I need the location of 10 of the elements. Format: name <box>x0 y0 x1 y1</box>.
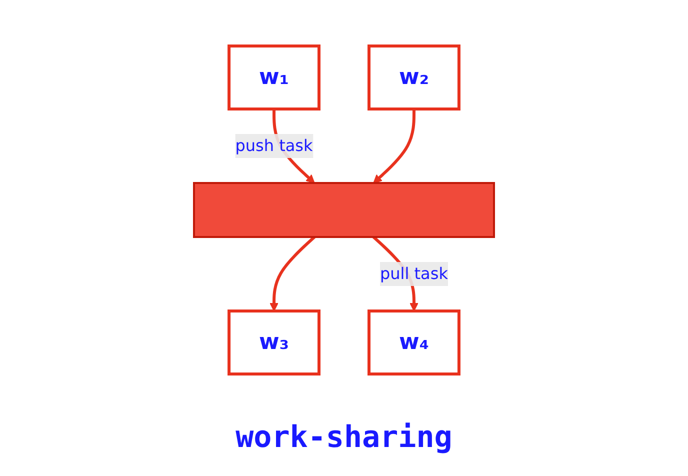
caption: work-sharing <box>236 420 452 455</box>
node-box: w₃ <box>228 310 320 376</box>
node-bar <box>193 182 495 238</box>
edge-label: pull task <box>380 264 448 283</box>
node-box: w₄ <box>368 310 460 376</box>
node-box: w₂ <box>368 44 460 110</box>
edge-label: push task <box>235 136 313 155</box>
arrow <box>270 236 316 312</box>
node-box: w₁ <box>228 44 320 110</box>
arrow <box>373 109 416 184</box>
